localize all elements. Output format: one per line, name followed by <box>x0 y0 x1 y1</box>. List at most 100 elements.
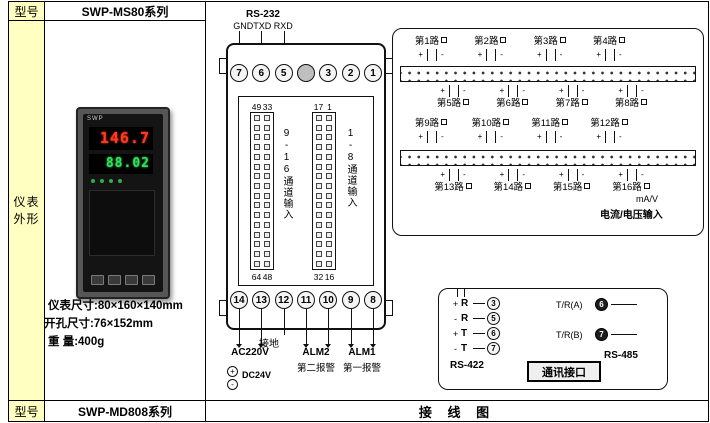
channel-terminal-box <box>562 119 569 125</box>
comm-wire <box>464 289 465 297</box>
channel-label: 第3路 <box>533 36 558 47</box>
channel-row-9-12: 第9路 +- 第10路 +- 第11路 +- 第12路 +- <box>405 118 635 144</box>
channel-label: 第9路 <box>414 118 440 129</box>
instrument-photo: SWP 146.7 88.02 <box>76 107 170 299</box>
channel-wires: +- <box>499 85 525 97</box>
terminal-strip-area <box>238 96 374 286</box>
wire <box>473 348 485 349</box>
channel: 第15路 +- <box>546 168 598 194</box>
dc24v-label: DC24V <box>242 370 272 380</box>
channel: 第3路 +- <box>524 36 576 62</box>
channels-9-16-label: 9-16通道输入 <box>281 128 292 220</box>
comm-wire <box>457 289 458 297</box>
channel: 第8路 +- <box>605 84 657 110</box>
channel-label: 第4路 <box>592 36 618 47</box>
terminal-circle: 1 <box>363 64 382 82</box>
channel-label: 第16路 <box>612 182 642 193</box>
brand-logo: SWP <box>87 116 104 122</box>
strip-number: 16 <box>324 272 335 282</box>
channel-wires: +- <box>596 131 622 143</box>
rs422-terminal-group: + R 3 - R 5 + T 6 - T 7 <box>452 297 500 355</box>
terminal-circle: 5 <box>487 312 500 325</box>
channel-wires: +- <box>418 131 444 143</box>
model-label-bottom: 型号 <box>14 404 39 419</box>
alarm1-wire <box>373 309 374 344</box>
second-alarm-label: 第二报警 <box>296 363 335 374</box>
alarm2-wire <box>306 309 307 344</box>
channel: 第9路 +- <box>405 118 457 144</box>
rs422-terminal-row: - R 5 <box>452 312 500 325</box>
channels-1-8-label: 1-8通道输入 <box>345 128 356 208</box>
spec-size: 仪表尺寸:80×160×140mm <box>48 300 183 312</box>
terminal-circle: 6 <box>595 298 608 311</box>
channel-terminal-box <box>465 183 472 189</box>
channel: 第10路 +- <box>464 118 516 144</box>
rs232-pins-label: GNDTXD RXD <box>233 21 293 31</box>
terminal-circle: 2 <box>341 64 360 82</box>
arrow-down-icon <box>258 344 264 348</box>
terminal-circle: 6 <box>252 64 271 82</box>
signal-name: R <box>461 313 469 324</box>
terminal-circle: 7 <box>230 64 248 82</box>
channel-terminal-box <box>581 99 588 105</box>
channel-terminal-box <box>641 99 648 105</box>
terminal-circle: 6 <box>487 327 500 340</box>
terminal-block-2 <box>400 150 696 166</box>
signal-name: T <box>461 328 468 339</box>
channel-label: 第13路 <box>434 182 464 193</box>
polarity-sign: + <box>452 328 459 339</box>
signal-name: T/R(A) <box>556 299 583 310</box>
wire <box>473 318 485 319</box>
channel-wires: +- <box>536 131 563 143</box>
channel: 第12路 +- <box>583 118 635 144</box>
rs422-label: RS-422 <box>450 360 484 371</box>
signal-name: T <box>461 343 468 354</box>
channel-terminal-box <box>503 119 510 125</box>
model-value-top: SWP-MS80系列 <box>81 4 169 19</box>
channel-label: 第14路 <box>493 182 524 193</box>
channel-label: 第12路 <box>590 118 620 129</box>
ground-wire <box>284 309 285 335</box>
channel: 第6路 +- <box>486 84 538 110</box>
unit-label: mA/V <box>636 194 659 204</box>
channel-label: 第2路 <box>474 36 499 47</box>
channel-terminal-box <box>463 99 470 105</box>
terminal-circle: 14 <box>230 291 248 309</box>
arrow-down-icon <box>325 344 331 348</box>
channel-row-5-8: 第5路 +- 第6路 +- 第7路 +- 第8路 +- <box>427 84 657 110</box>
rs485-terminal-group: T/R(A) 6 T/R(B) 7 <box>556 298 637 341</box>
channel: 第14路 +- <box>486 168 538 194</box>
terminal-circle: 8 <box>363 291 382 309</box>
terminal-circle: 11 <box>296 291 315 309</box>
spec-cutout: 开孔尺寸:76×152mm <box>44 318 153 330</box>
channel-terminal-box <box>584 183 591 189</box>
channel: 第7路 +- <box>546 84 598 110</box>
channel-label: 第5路 <box>436 98 462 109</box>
comm-interface-title: 通讯接口 <box>527 361 601 382</box>
channel: 第1路 +- <box>405 36 457 62</box>
channel-wires: +- <box>477 49 503 61</box>
channel: 第13路 +- <box>427 168 479 194</box>
first-alarm-label: 第一报警 <box>342 363 381 374</box>
channel-wires: +- <box>440 169 466 181</box>
terminal-circle: 13 <box>252 291 271 309</box>
terminal-circle: 10 <box>319 291 338 309</box>
strip-number: 33 <box>262 102 273 112</box>
signal-name: R <box>461 298 469 309</box>
channel-wires: +- <box>618 169 644 181</box>
channel-wires: +- <box>440 85 466 97</box>
wire <box>611 334 637 335</box>
ground-label: 接地 <box>259 339 279 350</box>
instrument-face: SWP 146.7 88.02 <box>83 114 163 292</box>
mounting-ear <box>385 300 393 316</box>
channel-wires: +- <box>558 85 585 97</box>
model-label-top: 型号 <box>14 4 39 19</box>
current-voltage-input-label: 电流/电压输入 <box>600 210 663 221</box>
channel-wires: +- <box>418 49 444 61</box>
rs485-terminal-row: T/R(B) 7 <box>556 328 637 341</box>
channel-terminal-box <box>621 119 628 125</box>
spec-weight: 重 量:400g <box>48 336 105 348</box>
